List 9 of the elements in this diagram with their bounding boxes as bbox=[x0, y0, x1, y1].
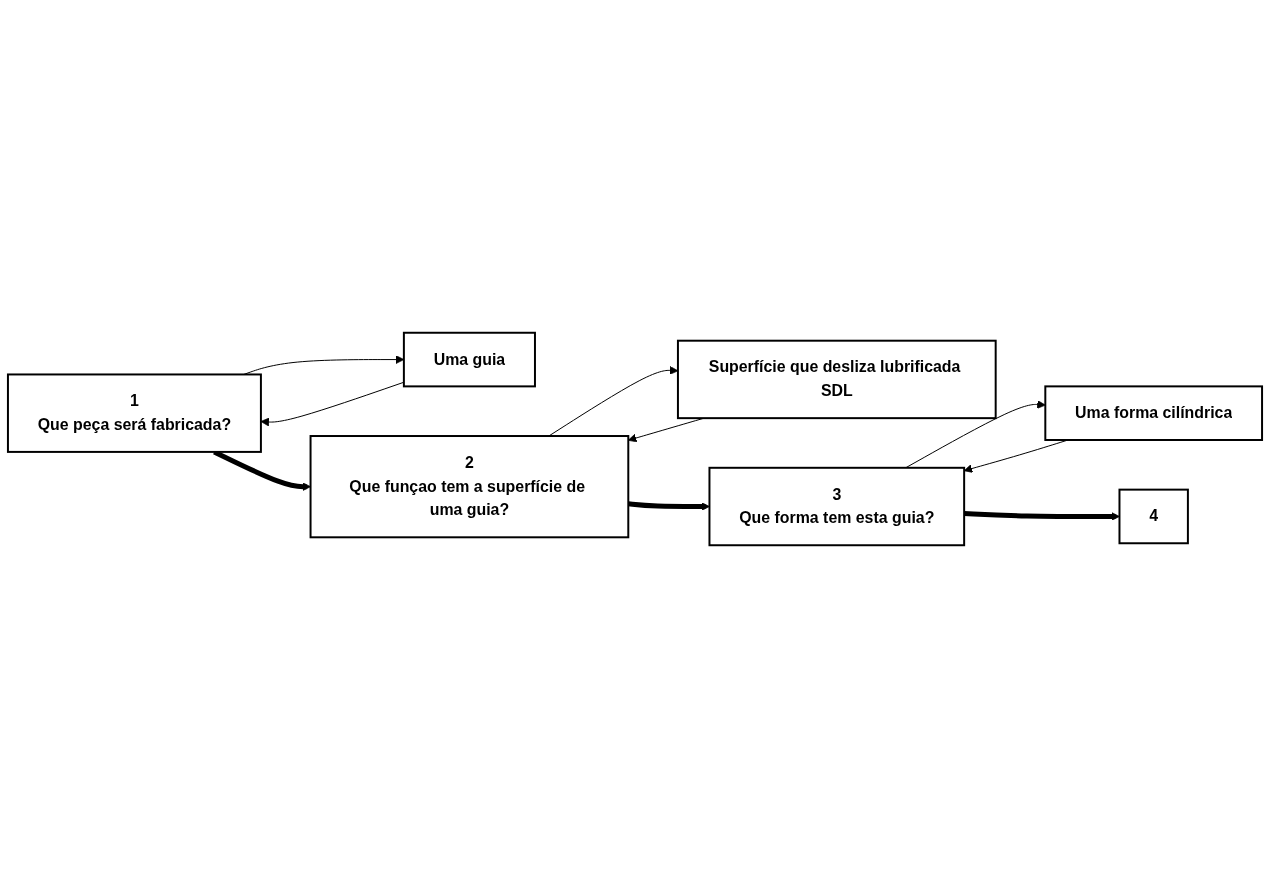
arrow bbox=[628, 501, 710, 511]
node-box: 3 Que forma tem esta guia? bbox=[708, 466, 966, 547]
node-box: Superfície que desliza lubrificada SDL bbox=[676, 339, 997, 420]
arrow bbox=[964, 510, 1120, 521]
node-box: 2 Que funçao tem a superfície de uma guia? bbox=[309, 435, 630, 539]
node-box: 4 bbox=[1118, 488, 1189, 545]
node-box: Uma forma cilíndrica bbox=[1044, 385, 1264, 441]
node-box: Uma guia bbox=[402, 331, 536, 388]
node-box: 1 Que peça será fabricada? bbox=[6, 373, 262, 453]
